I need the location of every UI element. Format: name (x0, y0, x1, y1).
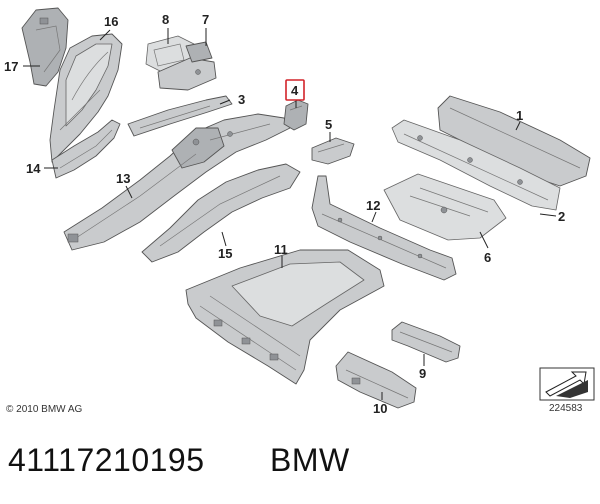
part-14-lower-side-member[interactable] (51, 119, 121, 179)
label-15[interactable]: 15 (218, 246, 232, 261)
label-5[interactable]: 5 (325, 117, 332, 132)
leader-lines (23, 28, 557, 400)
drawing-number: 224583 (549, 403, 583, 414)
copyright-text: © 2010 BMW AG (6, 404, 83, 415)
label-8[interactable]: 8 (162, 12, 169, 27)
part-3-cross-member[interactable] (127, 95, 233, 137)
part-15-inner-longitudinal-member[interactable] (141, 163, 301, 263)
label-13[interactable]: 13 (116, 171, 130, 186)
label-6[interactable]: 6 (484, 250, 491, 265)
part-11-rear-floor-pan[interactable] (185, 249, 385, 385)
label-2[interactable]: 2 (558, 209, 565, 224)
part-6-floor-pan-insert[interactable] (383, 173, 507, 241)
part-12-rear-cross-member[interactable] (311, 175, 457, 281)
part-5-mounting-bracket[interactable] (311, 137, 355, 165)
part-10-longitudinal-section-lower[interactable] (335, 351, 417, 409)
label-3[interactable]: 3 (238, 92, 245, 107)
part-13-longitudinal-member[interactable] (63, 113, 291, 251)
arrow-direction-icon (539, 367, 595, 401)
part-1-rear-panel[interactable] (391, 95, 591, 211)
part-9-longitudinal-section[interactable] (391, 321, 461, 363)
callout-labels: 16 17 8 7 3 4 5 1 14 13 12 2 15 6 11 9 1… (4, 12, 565, 416)
part-number: 41117210195 (8, 442, 205, 478)
label-4[interactable]: 4 (291, 83, 299, 98)
brand-name: BMW (270, 442, 350, 478)
part-16-wheel-arch[interactable] (49, 33, 123, 163)
label-14[interactable]: 14 (26, 161, 41, 176)
label-16[interactable]: 16 (104, 14, 118, 29)
label-11[interactable]: 11 (274, 242, 288, 257)
parts-diagram: 16 17 8 7 3 4 5 1 14 13 12 2 15 6 11 9 1… (4, 7, 595, 416)
part-7-bracket[interactable] (157, 41, 217, 91)
label-1[interactable]: 1 (516, 108, 523, 123)
label-9[interactable]: 9 (419, 366, 426, 381)
label-10[interactable]: 10 (373, 401, 387, 416)
label-17[interactable]: 17 (4, 59, 18, 74)
label-7[interactable]: 7 (202, 12, 209, 27)
label-12[interactable]: 12 (366, 198, 380, 213)
highlight-box-part-4 (285, 79, 305, 101)
